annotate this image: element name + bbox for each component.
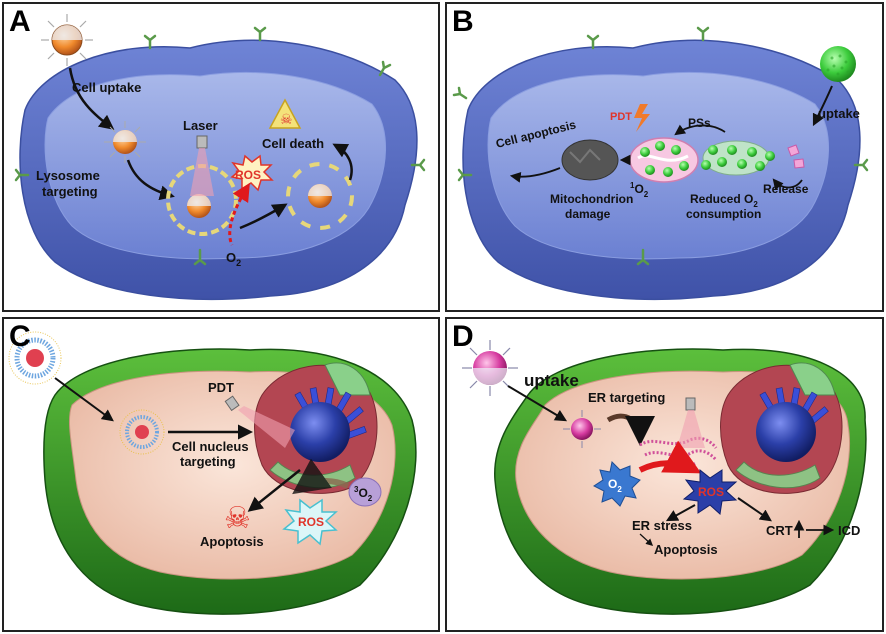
nucleus (254, 362, 378, 494)
skull-icon: ☠ (280, 111, 293, 127)
micelle-icon (119, 409, 165, 455)
label-er-stress: ER stress (632, 518, 692, 533)
label-lysosome-line1: Lysosome (36, 168, 100, 183)
label-ros-c: ROS (298, 515, 324, 529)
label-crt: CRT (766, 523, 793, 538)
panel-c: Cell nucleus targeting PDT ☠ Apoptosis (2, 317, 440, 632)
dead-mitochondrion (561, 139, 619, 181)
label-release: Release (763, 182, 809, 196)
nanoparticle-icon (41, 14, 93, 66)
label-ros: ROS (235, 168, 261, 182)
label-er-targeting: ER targeting (588, 390, 665, 405)
label-uptake-d: uptake (524, 371, 579, 390)
label-nucleus-line1: Cell nucleus (172, 439, 249, 454)
nanoparticle-icon (187, 194, 211, 218)
oxygen-star (593, 460, 641, 507)
label-singlet-oxygen: 1O2 (630, 181, 649, 199)
label-pdt-b: PDT (610, 111, 632, 123)
label-mito-line1: Mitochondrion (550, 192, 633, 206)
label-consumption: consumption (686, 207, 761, 221)
label-pdt-c: PDT (208, 380, 234, 395)
label-lysosome-line2: targeting (42, 184, 98, 199)
label-triplet-oxygen: 3O2 (354, 485, 373, 503)
label-apoptosis-c: Apoptosis (200, 534, 264, 549)
panel-a: Cell uptake Lysosome targeting Laser (2, 2, 440, 312)
nanoparticle-icon (462, 340, 518, 396)
nanoparticle-icon (308, 184, 332, 208)
label-ros-d: ROS (698, 485, 724, 499)
nanoparticle-icon (563, 410, 601, 448)
label-nucleus-line2: targeting (180, 454, 236, 469)
nanoparticle-icon (104, 121, 146, 163)
panel-letter-b: B (452, 5, 474, 38)
oxygen-bubble (348, 477, 382, 507)
broken-lysosome (286, 162, 354, 230)
label-reduced-o2: Reduced O2 (690, 192, 758, 209)
panel-letter-d: D (452, 320, 474, 353)
ros-burst (682, 468, 738, 515)
laser-icon (685, 397, 696, 411)
ros-burst (230, 154, 274, 192)
panel-letter-c: C (9, 320, 31, 353)
lightning-icon (634, 104, 650, 132)
label-apoptosis-d: Apoptosis (654, 542, 718, 557)
label-o2-d: O2 (608, 477, 622, 494)
label-o2: O2 (226, 250, 241, 268)
panel-d: uptake ER targeting O2 ROS ER stress (445, 317, 884, 632)
laser-icon (196, 135, 208, 149)
label-uptake-b: uptake (818, 106, 860, 121)
panel-letter-a: A (9, 5, 31, 38)
panel-b: uptake Release PSs PDT 1O2 Reduced O2 co… (445, 2, 884, 312)
label-pss: PSs (688, 116, 711, 130)
micelle-icon (8, 331, 62, 385)
warning-icon (268, 98, 302, 129)
ros-burst (282, 498, 338, 546)
nanoparticle-icon (820, 46, 856, 82)
label-laser: Laser (183, 118, 218, 133)
label-mito-line2: damage (565, 207, 611, 221)
label-cell-death: Cell death (262, 136, 324, 151)
label-icd: ICD (838, 523, 860, 538)
skull-icon: ☠ (224, 502, 251, 535)
nucleus (720, 362, 843, 494)
laser-icon (224, 395, 240, 412)
label-cell-uptake: Cell uptake (72, 80, 141, 95)
